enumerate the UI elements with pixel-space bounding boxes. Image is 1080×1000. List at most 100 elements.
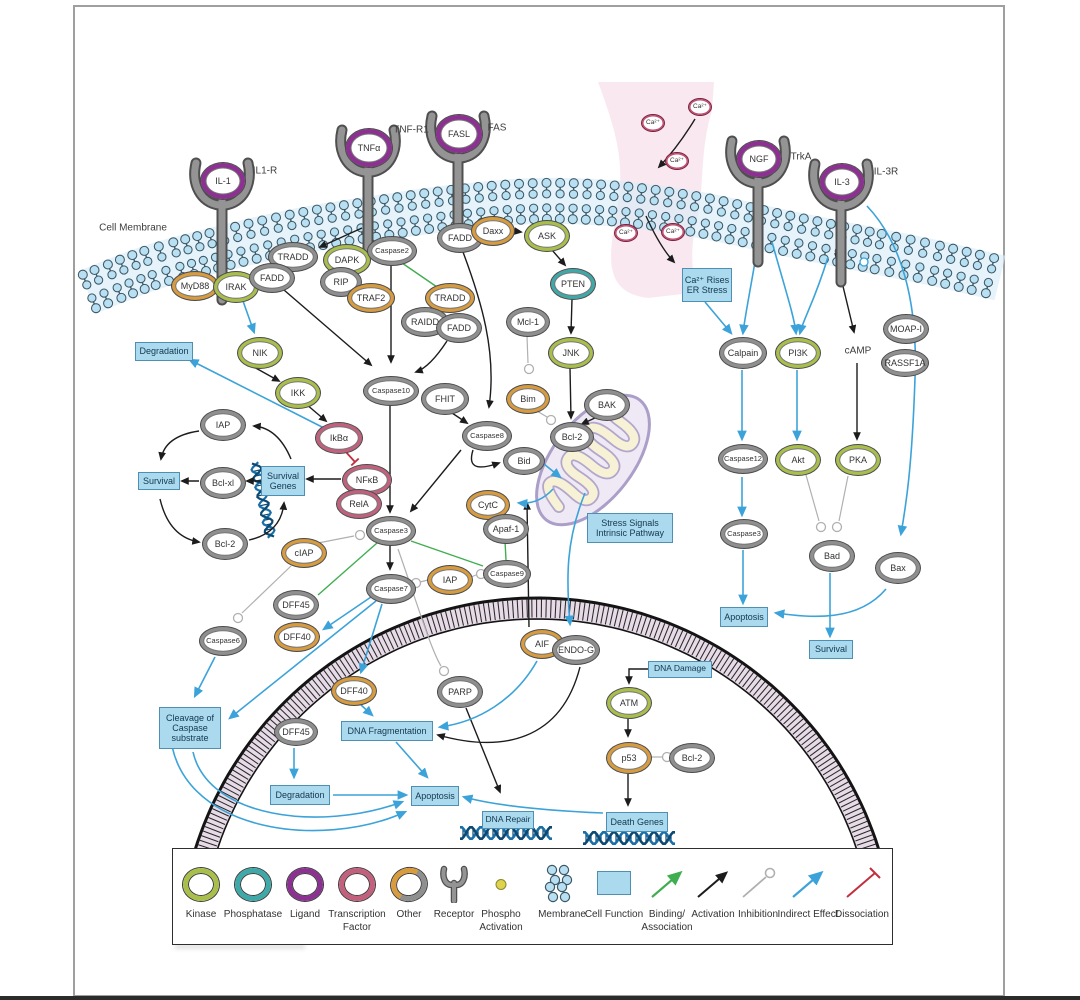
legend-inhibition-icon [742, 867, 776, 898]
node-label: cIAP [294, 547, 314, 558]
function-box-label: Apoptosis [415, 790, 455, 801]
node-casp9: Caspase9 [483, 560, 531, 588]
legend-item-label: Dissociation [835, 909, 889, 920]
fas-receptor [425, 110, 491, 238]
function-box-stress-signals: Stress Signals Intrinsic Pathway [587, 513, 673, 543]
function-box-apoptosis: Apoptosis [411, 786, 459, 806]
function-box-cleavage: Cleavage of Caspase substrate [159, 707, 221, 749]
node-bak: BAK [584, 389, 630, 421]
node-casp3: Caspase3 [366, 516, 416, 546]
node-bid: Bid [503, 447, 545, 475]
node-label: Caspase3 [374, 526, 408, 536]
node-label: Caspase3 [727, 529, 761, 539]
node-bim: Bim [506, 384, 550, 414]
function-box-survival-right: Survival [809, 639, 853, 659]
legend-item-label: Cell Function [584, 909, 644, 920]
node-label: RAIDD [410, 316, 439, 327]
node-label: Bad [823, 550, 840, 561]
node-ngf: NGF [736, 140, 782, 178]
node-label: TNFα [357, 142, 381, 153]
node-bclxl: Bcl-xl [200, 467, 246, 499]
label-cell-membrane: Cell Membrane [99, 222, 167, 234]
node-casp6: Caspase6 [199, 626, 247, 656]
label-trka: TrkA [790, 151, 812, 163]
legend-item-label: Transcription Factor [328, 909, 386, 933]
node-mcl1: Mcl-1 [506, 307, 550, 337]
function-box-death-genes: Death Genes [606, 812, 668, 832]
function-box-survival1: Survival [138, 472, 180, 490]
legend-membrane-icon [544, 864, 573, 903]
node-irak: IRAK [213, 271, 259, 303]
tnf-receptor [335, 124, 401, 254]
node-dff45a: DFF45 [273, 590, 319, 620]
label-tnfr1: TNF-R1 [393, 124, 429, 136]
node-parp: PARP [437, 676, 483, 708]
label-camp: cAMP [844, 345, 872, 357]
node-casp10: Caspase10 [363, 376, 419, 406]
dna-helix-survival-genes [250, 461, 276, 539]
node-label: PARP [448, 686, 472, 697]
node-ciap: cIAP [281, 538, 327, 568]
node-label: FASL [447, 128, 470, 139]
node-bax: Bax [875, 552, 921, 584]
function-box-label: Survival [142, 475, 175, 486]
function-box-degradation1: Degradation [135, 341, 193, 361]
trka-receptor [725, 135, 791, 268]
node-label: Bcl-xl [212, 477, 234, 488]
legend-item-label: Other [396, 909, 422, 920]
dna-helix-death-genes [583, 831, 675, 845]
node-rela: RelA [336, 489, 382, 519]
function-box-label: Death Genes [610, 816, 664, 827]
node-pten: PTEN [550, 268, 596, 300]
node-label: Ca²⁺ [619, 228, 633, 236]
function-box-apoptosis-right: Apoptosis [720, 607, 768, 627]
node-label: IkBα [329, 432, 349, 443]
node-label: Ca²⁺ [693, 102, 707, 110]
node-il3: IL-3 [819, 163, 865, 201]
legend-indirect-icon [792, 870, 824, 898]
node-pi3k: PI3K [775, 337, 821, 369]
node-label: Caspase6 [206, 636, 240, 646]
legend-item-label: Ligand [289, 909, 321, 920]
node-label: Calpain [727, 347, 759, 358]
node-label: FADD [446, 322, 471, 333]
node-pka: PKA [835, 444, 881, 476]
function-box-dna-repair: DNA Repair [482, 811, 534, 829]
node-label: IRAK [225, 281, 247, 292]
node-jnk: JNK [548, 337, 594, 369]
node-label: Caspase8 [470, 431, 504, 441]
node-dff40b: DFF40 [331, 676, 377, 706]
node-label: DAPK [334, 254, 360, 265]
node-label: TRADD [434, 292, 466, 303]
node-label: IKK [290, 387, 306, 398]
function-box-dna-frag: DNA Fragmentation [341, 721, 433, 741]
node-bcl2c: Bcl-2 [669, 743, 715, 773]
node-label: Caspase7 [374, 584, 408, 594]
pathway-arrows [158, 118, 917, 832]
label-il1r: IL1-R [252, 165, 278, 177]
node-label: Ca²⁺ [646, 118, 660, 126]
node-il1: IL-1 [200, 162, 246, 200]
node-label: ASK [537, 230, 556, 241]
node-label: AIF [534, 638, 549, 649]
node-label: Ca²⁺ [666, 227, 680, 235]
node-label: PI3K [788, 347, 808, 358]
function-box-label: Cleavage of Caspase substrate [165, 712, 215, 744]
legend-ligand-ring-icon [287, 868, 323, 901]
node-label: NIK [252, 347, 268, 358]
node-casp7: Caspase7 [366, 574, 416, 604]
legend-binding-icon [651, 870, 683, 898]
node-label: FHIT [435, 393, 455, 404]
dna-helix-dna-repair [460, 826, 552, 840]
legend-item-label: Phosphatase [223, 909, 283, 920]
node-label: BAK [597, 399, 616, 410]
node-bcl2b: Bcl-2 [202, 528, 248, 560]
node-label: TRAF2 [356, 292, 386, 303]
legend-shadow [175, 944, 305, 949]
legend-item-label: Binding/ Association [641, 909, 693, 933]
node-label: Bcl-2 [681, 752, 703, 763]
node-label: p53 [621, 752, 637, 763]
node-tnfa: TNFα [345, 128, 393, 168]
node-atm: ATM [606, 687, 652, 719]
